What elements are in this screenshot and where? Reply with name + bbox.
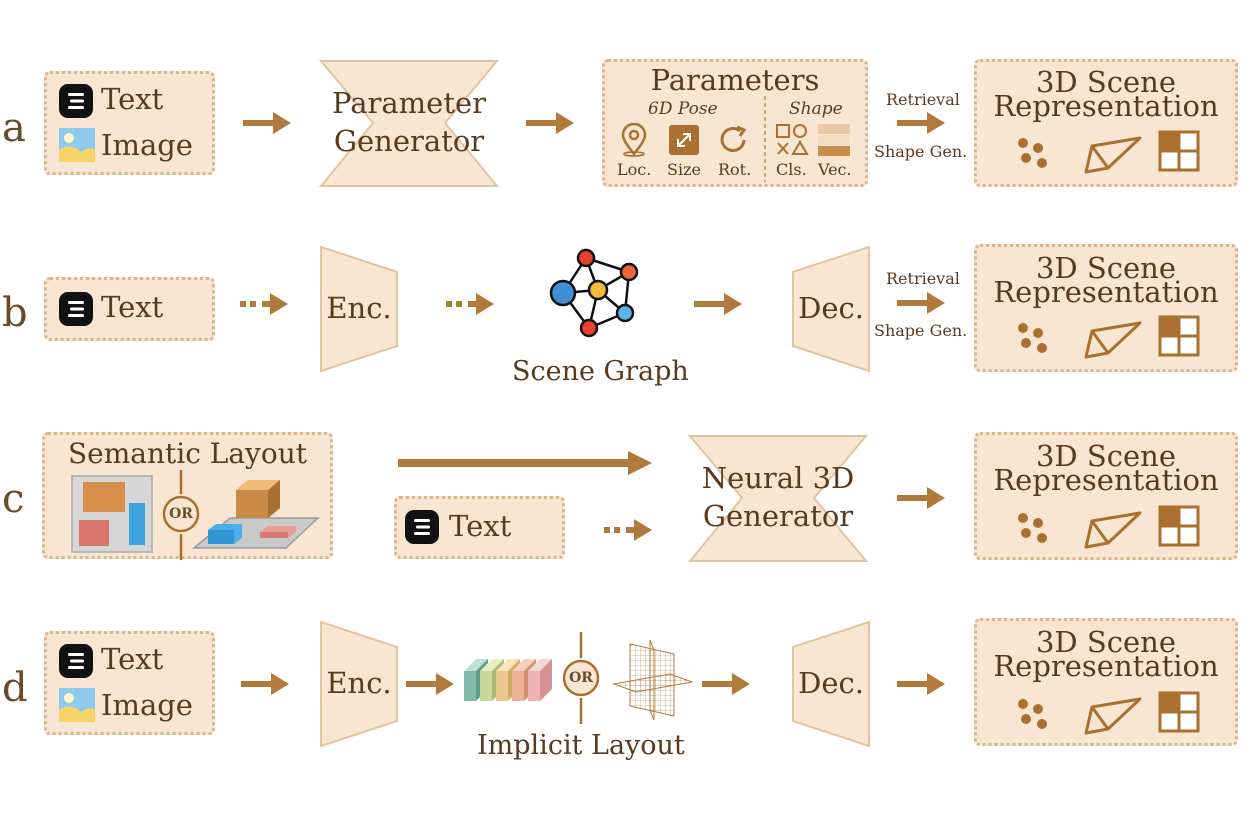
encoder-shape-b bbox=[320, 245, 398, 373]
decoder-shape-b bbox=[792, 245, 870, 373]
neural-generator-line1: Neural 3D bbox=[701, 461, 855, 495]
dotted-arrow-b2 bbox=[446, 293, 494, 315]
or-label-c: OR bbox=[169, 506, 193, 522]
dotted-arrow-c bbox=[604, 519, 652, 541]
dotted-arrow-b1 bbox=[240, 293, 288, 315]
shape-label: Shape bbox=[789, 99, 843, 119]
output-title-a-line1: 3D Scene bbox=[1035, 65, 1177, 99]
parameters-title: Parameters bbox=[650, 63, 820, 97]
shape-gen-label-b: Shape Gen. bbox=[874, 321, 968, 340]
representation-icons-d bbox=[1016, 691, 1200, 735]
image-icon bbox=[59, 688, 95, 722]
text-icon bbox=[59, 292, 93, 326]
encoder-label-d: Enc. bbox=[326, 666, 392, 700]
scene-graph-label: Scene Graph bbox=[512, 356, 689, 387]
parameter-generator-shape bbox=[318, 60, 500, 187]
representation-icons-b bbox=[1016, 315, 1200, 359]
implicit-layout-label: Implicit Layout bbox=[477, 730, 685, 761]
row-label-a: a bbox=[2, 105, 26, 151]
arrow-d2 bbox=[406, 673, 454, 695]
arrow-d4 bbox=[897, 673, 945, 695]
semantic-layout-title: Semantic Layout bbox=[67, 437, 308, 470]
layout-2d-map bbox=[71, 475, 153, 553]
output-title-b-line2: Representation bbox=[993, 275, 1219, 309]
row-label-d: d bbox=[2, 665, 28, 711]
encoder-shape-d bbox=[320, 620, 398, 748]
decoder-label-b: Dec. bbox=[798, 291, 864, 325]
decoder-shape-d bbox=[792, 620, 870, 748]
arrow-b4 bbox=[897, 292, 945, 314]
param-vec: Vec. bbox=[818, 160, 852, 179]
location-pin-icon bbox=[621, 122, 647, 157]
stripes-icon bbox=[818, 124, 850, 156]
arrow-d1 bbox=[241, 673, 289, 695]
output-title-d-line1: 3D Scene bbox=[1035, 625, 1177, 659]
param-size: Size bbox=[667, 160, 701, 179]
input-image-label-a: Image bbox=[101, 128, 193, 162]
image-icon bbox=[59, 128, 95, 162]
scene-graph-icon bbox=[549, 248, 639, 338]
arrow-b3 bbox=[694, 293, 742, 315]
retrieval-label-b: Retrieval bbox=[886, 269, 960, 288]
rotate-icon bbox=[720, 125, 747, 152]
text-icon bbox=[59, 84, 93, 118]
shape-gen-label-a: Shape Gen. bbox=[874, 142, 968, 161]
or-divider-d bbox=[562, 632, 600, 724]
arrow-a2 bbox=[526, 112, 574, 134]
arrow-a3 bbox=[897, 112, 945, 134]
output-title-c-line1: 3D Scene bbox=[1035, 439, 1177, 473]
param-loc: Loc. bbox=[617, 160, 652, 179]
neural-generator-shape bbox=[687, 435, 869, 562]
retrieval-label-a: Retrieval bbox=[886, 90, 960, 109]
output-title-d-line2: Representation bbox=[993, 649, 1219, 683]
resize-icon bbox=[669, 125, 699, 155]
latent-vectors-icon bbox=[464, 659, 552, 701]
input-text-label-b: Text bbox=[101, 290, 164, 324]
representation-icons-a bbox=[1016, 130, 1200, 174]
input-text-label-c: Text bbox=[449, 509, 512, 543]
row-label-c: c bbox=[2, 476, 25, 522]
arrow-a1 bbox=[243, 112, 291, 134]
row-label-b: b bbox=[2, 290, 28, 336]
arrow-d3 bbox=[702, 673, 750, 695]
output-title-c-line2: Representation bbox=[993, 463, 1219, 497]
input-image-label-d: Image bbox=[101, 688, 193, 722]
long-arrow-c bbox=[398, 451, 652, 475]
param-rot: Rot. bbox=[718, 160, 752, 179]
input-text-label-d: Text bbox=[101, 642, 164, 676]
input-text-label-a: Text bbox=[101, 82, 164, 116]
pose-label: 6D Pose bbox=[648, 99, 718, 119]
decoder-label-d: Dec. bbox=[798, 666, 864, 700]
encoder-label-b: Enc. bbox=[326, 291, 392, 325]
parameter-generator-line2: Generator bbox=[333, 124, 485, 158]
text-icon bbox=[405, 510, 439, 544]
representation-icons-c bbox=[1016, 505, 1200, 549]
neural-generator-line2: Generator bbox=[702, 499, 854, 533]
or-divider-c bbox=[162, 470, 200, 560]
parameter-generator-line1: Parameter bbox=[332, 86, 486, 120]
or-label-d: OR bbox=[569, 670, 593, 686]
param-cls: Cls. bbox=[776, 160, 807, 179]
triplane-icon bbox=[612, 639, 694, 721]
shapes-icon bbox=[776, 124, 809, 155]
output-title-b-line1: 3D Scene bbox=[1035, 251, 1177, 285]
pose-shape-divider bbox=[764, 96, 766, 182]
arrow-c2 bbox=[897, 487, 945, 509]
output-title-a-line2: Representation bbox=[993, 89, 1219, 123]
parameters-box bbox=[602, 59, 868, 187]
layout-3d-scene bbox=[191, 480, 320, 549]
text-icon bbox=[59, 644, 93, 678]
